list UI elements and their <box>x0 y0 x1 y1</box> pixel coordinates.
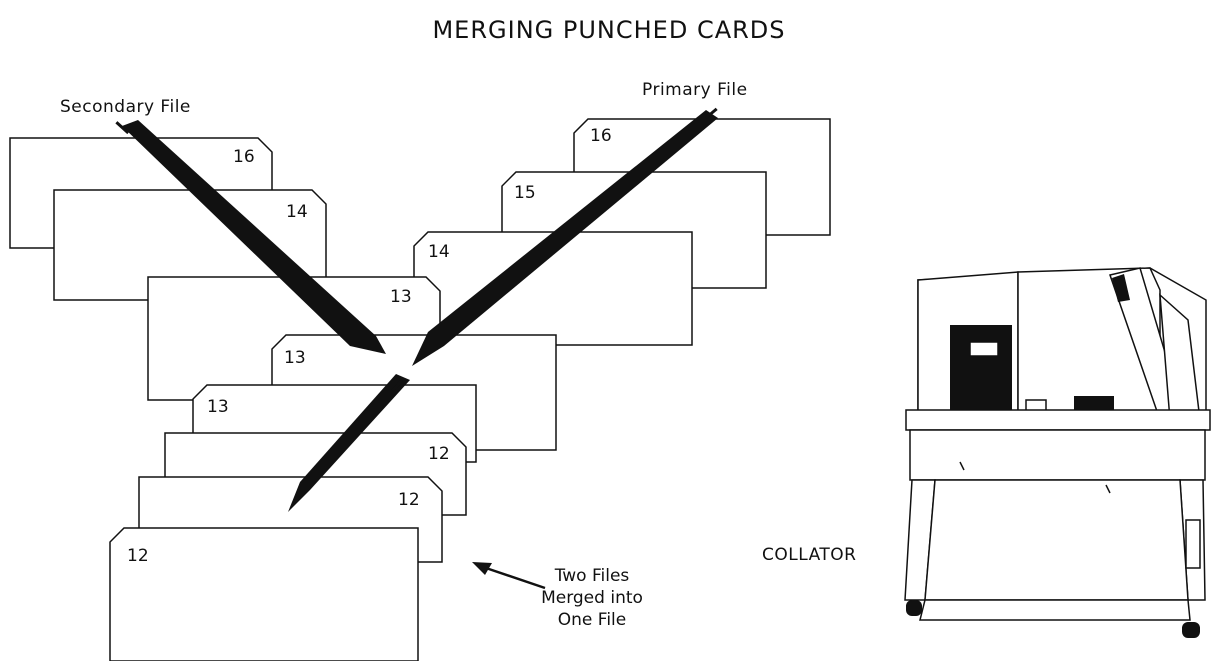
secondary-card-13-number: 13 <box>390 287 412 307</box>
diagram-title: MERGING PUNCHED CARDS <box>432 16 786 44</box>
merged-note: Two Files Merged into One File <box>532 565 652 631</box>
merged-card-12c-number: 12 <box>127 546 149 566</box>
merged-card-13a-number: 13 <box>284 348 306 368</box>
secondary-arrow <box>115 120 386 354</box>
merged-note-line-3: One File <box>557 610 627 630</box>
merged-card-12a-number: 12 <box>428 444 450 464</box>
merged-arrow <box>288 374 410 512</box>
merged-card-13b-number: 13 <box>207 397 229 417</box>
merged-card-12c: 12 <box>109 527 419 661</box>
merged-note-line-1: Two Files <box>554 566 630 586</box>
secondary-card-14: 14 <box>53 189 327 301</box>
secondary-file-label: Secondary File <box>60 97 191 117</box>
primary-file-label: Primary File <box>642 80 748 100</box>
primary-arrow <box>412 107 718 366</box>
merged-note-line-2: Merged into <box>541 588 643 608</box>
collator-machine <box>904 267 1211 638</box>
secondary-card-14-number: 14 <box>286 202 308 222</box>
primary-card-14-number: 14 <box>428 242 450 262</box>
primary-card-15-number: 15 <box>514 183 536 203</box>
collator-label: COLLATOR <box>762 545 857 565</box>
secondary-card-16-number: 16 <box>233 147 255 167</box>
merged-card-12b-number: 12 <box>398 490 420 510</box>
merged-note-arrow <box>472 562 546 590</box>
primary-card-16-number: 16 <box>590 126 612 146</box>
